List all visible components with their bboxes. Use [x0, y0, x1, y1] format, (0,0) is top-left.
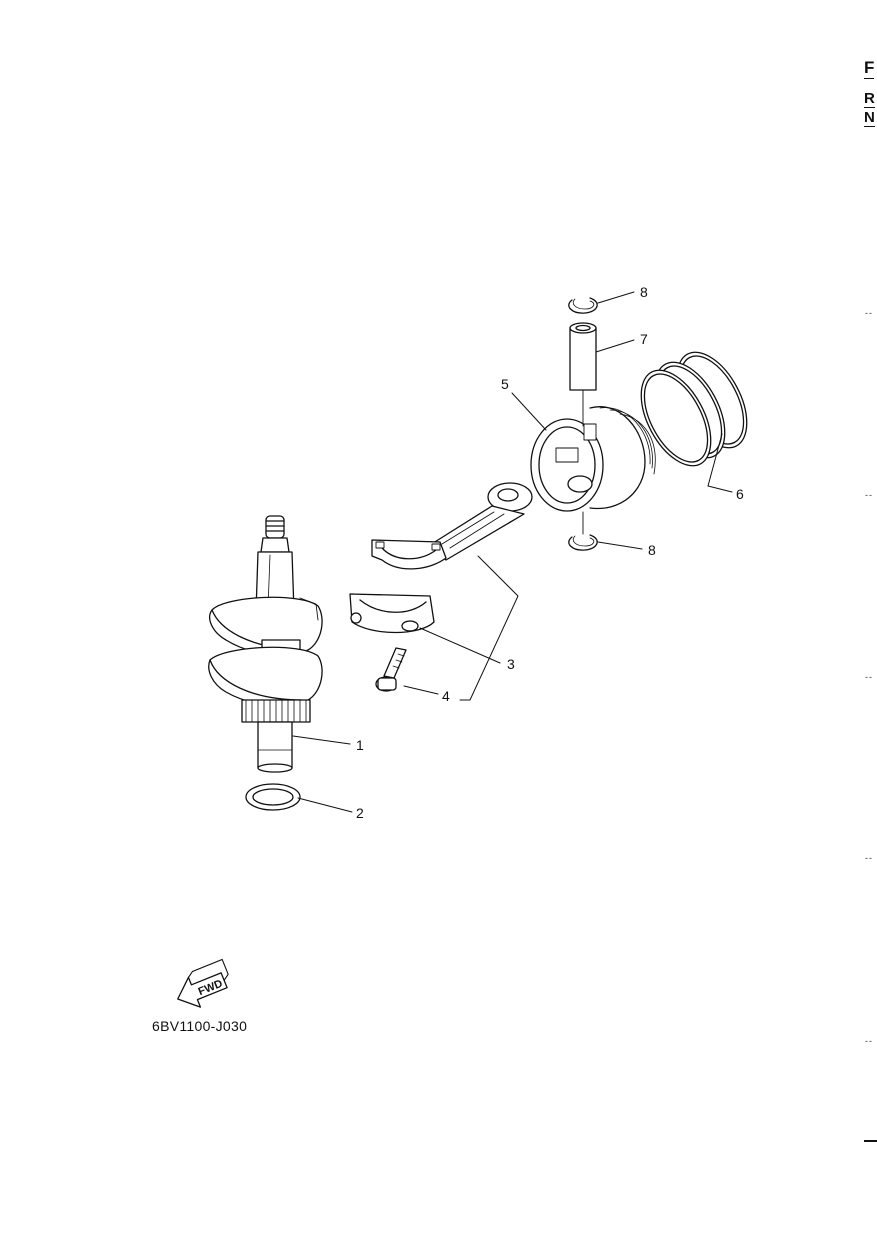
callout-5: 5 — [501, 376, 509, 392]
callout-8-bottom: 8 — [648, 542, 656, 558]
rod-bolt-part — [375, 647, 407, 692]
callout-3: 3 — [507, 656, 515, 672]
leader-lines — [292, 291, 733, 813]
edge-tick: -- — [865, 853, 873, 863]
diagram-code: 6BV1100-J030 — [152, 1018, 248, 1034]
piston-part — [530, 406, 656, 512]
edge-letter-r: R — [864, 90, 875, 108]
clip-top-part — [568, 297, 598, 314]
edge-dash — [864, 1140, 877, 1142]
callout-7: 7 — [640, 331, 648, 347]
fwd-arrow-icon: FWD — [177, 958, 229, 1008]
edge-letter-f: F — [864, 58, 875, 79]
connecting-rod-part — [349, 482, 533, 634]
callout-1: 1 — [356, 737, 364, 753]
callout-4: 4 — [442, 688, 450, 704]
piston-pin-part — [569, 322, 597, 427]
edge-tick: -- — [865, 672, 873, 682]
edge-tick: -- — [865, 308, 873, 318]
edge-letter-n: N — [864, 109, 875, 127]
washer-part — [245, 783, 301, 811]
callout-6: 6 — [736, 486, 744, 502]
piston-rings-part — [640, 351, 748, 467]
crankshaft-part — [208, 515, 323, 773]
edge-tick: -- — [865, 1036, 873, 1046]
clip-bottom-part — [568, 511, 598, 551]
edge-tick: -- — [865, 490, 873, 500]
callout-8-top: 8 — [640, 284, 648, 300]
callout-2: 2 — [356, 805, 364, 821]
